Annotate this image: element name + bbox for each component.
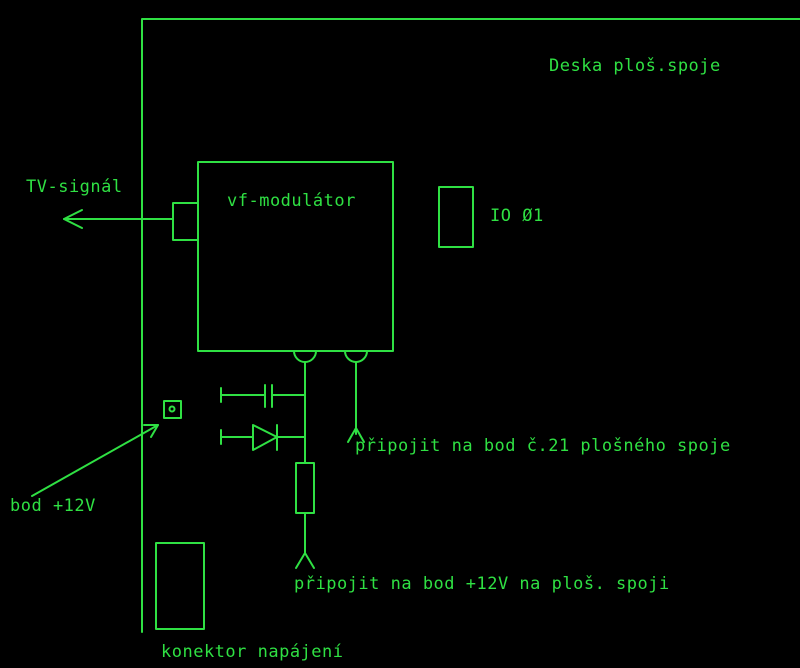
board-label: Deska ploš.spoje [549, 56, 721, 76]
power-connector-box [155, 542, 205, 630]
resistor-body [295, 462, 315, 514]
bod-12v-label: bod +12V [10, 496, 96, 516]
bod-12v-arrowhead [143, 424, 159, 438]
modulator-label: vf-modulátor [227, 191, 356, 211]
tv-signal-arrowhead [63, 209, 83, 229]
bod-12v-pad-hole [168, 405, 176, 413]
ic-package [438, 186, 474, 248]
bod-12v-pad [163, 400, 182, 419]
wire-right-fork [347, 427, 365, 443]
wire-bottom-fork [295, 552, 315, 569]
modulator-output-jack [172, 202, 199, 241]
bod-12v-arrow-line [31, 424, 159, 497]
modulator-pin-right [344, 350, 368, 363]
connect-12v-label: připojit na bod +12V na ploš. spoji [294, 574, 670, 594]
modulator-box [197, 161, 394, 352]
tv-signal-label: TV-signál [26, 177, 123, 197]
modulator-pin-left [293, 350, 317, 363]
diode-triangle [252, 424, 278, 451]
board-outline [141, 18, 800, 633]
power-connector-label: konektor napájení [161, 642, 344, 662]
ic-label: IO Ø1 [490, 206, 544, 226]
connect-point-21-label: připojit na bod č.21 plošného spoje [355, 436, 731, 456]
